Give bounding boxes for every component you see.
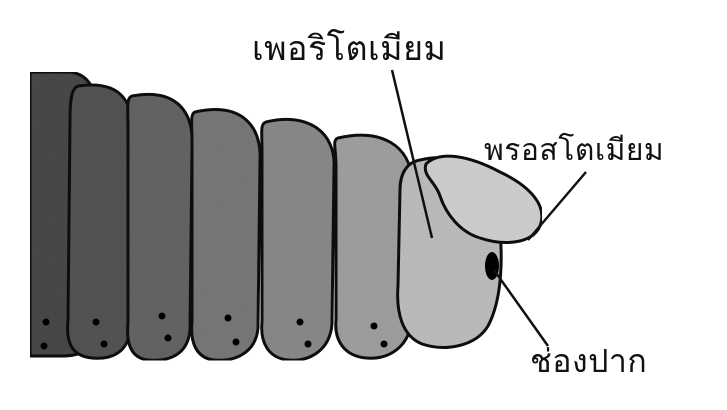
- seta-dot: [41, 343, 48, 350]
- label-mouth: ช่องปาก: [530, 342, 647, 380]
- body-segment: [192, 110, 261, 361]
- seta-dot: [297, 319, 304, 326]
- seta-dot: [159, 313, 166, 320]
- seta-dot: [371, 323, 378, 330]
- worm-body: [30, 72, 542, 360]
- body-segment: [128, 94, 193, 360]
- body-segment: [68, 85, 133, 358]
- leader-line-mouth: [494, 270, 548, 346]
- seta-dot: [233, 339, 240, 346]
- seta-dot: [225, 315, 232, 322]
- label-prostomium: พรอสโตเมียม: [484, 132, 664, 168]
- label-peristomium: เพอริโตเมียม: [252, 29, 446, 69]
- seta-dot: [101, 341, 108, 348]
- seta-dot: [43, 319, 50, 326]
- seta-dot: [93, 319, 100, 326]
- seta-dot: [381, 341, 388, 348]
- seta-dot: [165, 335, 172, 342]
- seta-dot: [305, 341, 312, 348]
